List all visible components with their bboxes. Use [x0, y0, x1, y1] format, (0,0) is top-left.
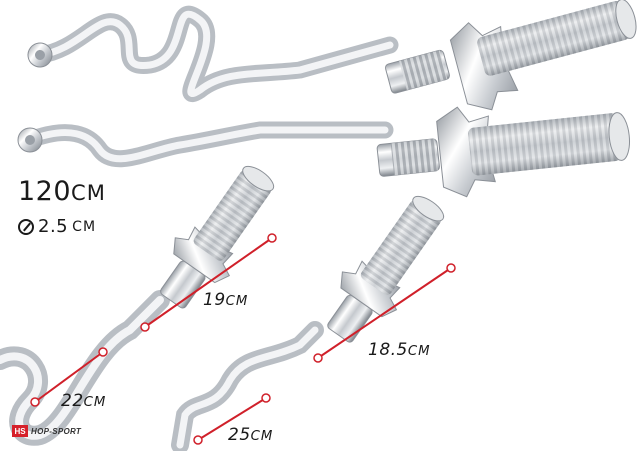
star-collar-icon — [17, 127, 43, 153]
diameter-icon — [18, 219, 34, 235]
straight-curl-bar — [17, 106, 630, 198]
ez-bar-top — [27, 0, 637, 111]
brand-logo: HS HOP-SPORT — [12, 425, 81, 437]
measure-label-19: 19CM — [203, 290, 249, 310]
brand-mark: HS — [12, 425, 28, 437]
length-spec: 120CM — [18, 176, 106, 207]
measure-label-25: 25CM — [228, 425, 274, 445]
measure-line-22 — [30, 347, 108, 407]
measure-label-18-5: 18.5CM — [368, 340, 431, 360]
star-collar-icon — [27, 42, 53, 68]
measure-line-19 — [140, 233, 277, 332]
measure-line-25 — [193, 393, 271, 445]
straight-bar-detail — [171, 195, 445, 454]
brand-name: HOP-SPORT — [31, 426, 82, 436]
measure-label-22: 22CM — [61, 391, 107, 411]
measure-line-18-5 — [313, 263, 456, 363]
